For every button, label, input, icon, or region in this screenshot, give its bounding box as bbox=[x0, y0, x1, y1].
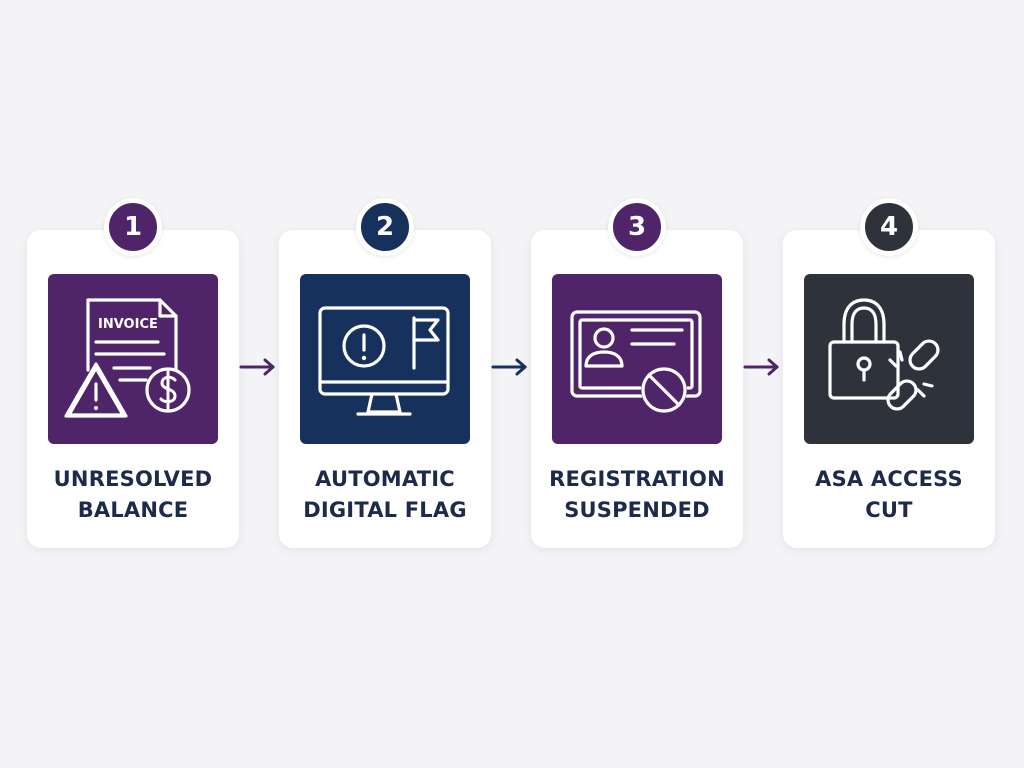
step-3-label-line-1: REGISTRATION bbox=[549, 467, 725, 491]
lock-broken-link-icon bbox=[828, 298, 940, 411]
arrow-right-icon bbox=[491, 358, 527, 376]
step-1-number-badge: 1 bbox=[104, 198, 162, 256]
step-2-number-badge: 2 bbox=[356, 198, 414, 256]
step-3-label: REGISTRATION SUSPENDED bbox=[531, 464, 743, 526]
step-2-icon-tile bbox=[300, 274, 470, 444]
step-1-label-line-1: UNRESOLVED bbox=[53, 467, 213, 491]
invoice-text: INVOICE bbox=[98, 317, 158, 332]
step-3-number-badge: 3 bbox=[608, 198, 666, 256]
step-3-label-line-2: SUSPENDED bbox=[564, 498, 710, 522]
step-2-label-line-1: AUTOMATIC bbox=[315, 467, 455, 491]
monitor-alert-flag-icon bbox=[318, 306, 450, 416]
step-4-label-line-1: ASA ACCESS bbox=[815, 467, 963, 491]
step-card-3: REGISTRATION SUSPENDED bbox=[531, 230, 743, 548]
step-4-label-line-2: CUT bbox=[865, 498, 913, 522]
id-card-blocked-icon bbox=[570, 310, 702, 413]
step-card-1: INVOICE UNRESOLVED BALANCE bbox=[27, 230, 239, 548]
step-4-number-badge: 4 bbox=[860, 198, 918, 256]
step-3-icon-tile bbox=[552, 274, 722, 444]
step-1-icon-tile: INVOICE bbox=[48, 274, 218, 444]
invoice-warning-dollar-icon: INVOICE bbox=[64, 298, 191, 418]
step-2-label: AUTOMATIC DIGITAL FLAG bbox=[279, 464, 491, 526]
step-1-label-line-2: BALANCE bbox=[77, 498, 189, 522]
step-4-icon-tile bbox=[804, 274, 974, 444]
step-1-label: UNRESOLVED BALANCE bbox=[27, 464, 239, 526]
arrow-right-icon bbox=[239, 358, 275, 376]
step-2-label-line-2: DIGITAL FLAG bbox=[303, 498, 467, 522]
step-4-label: ASA ACCESS CUT bbox=[783, 464, 995, 526]
arrow-right-icon bbox=[743, 358, 779, 376]
step-card-4: ASA ACCESS CUT bbox=[783, 230, 995, 548]
step-card-2: AUTOMATIC DIGITAL FLAG bbox=[279, 230, 491, 548]
